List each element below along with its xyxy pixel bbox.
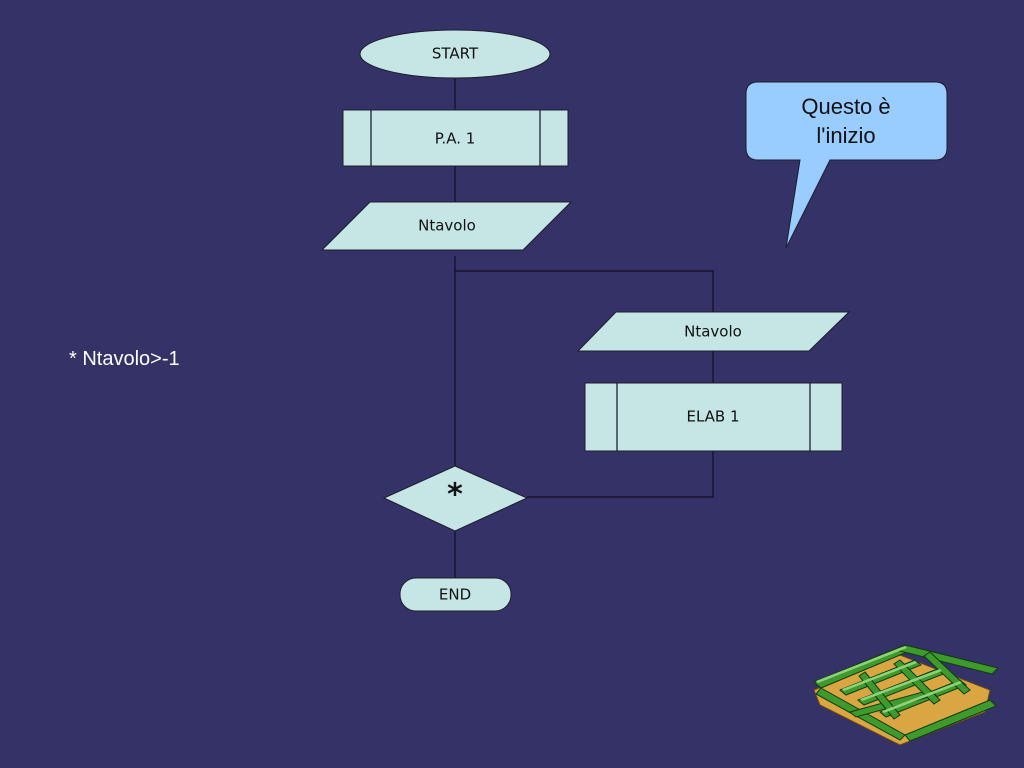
speech-callout: Questo è l'inizio [745,81,948,249]
callout-line-1: Questo è [801,94,890,119]
decision-diamond: * [382,465,529,532]
end-terminal: END [399,577,512,612]
input-ntavolo-2-label: Ntavolo [684,323,742,341]
maze-icon [813,644,999,746]
process-elab1-label: ELAB 1 [686,408,739,426]
connectors [454,78,714,578]
input-ntavolo-1: Ntavolo [320,201,573,251]
process-pa1-label: P.A. 1 [435,130,476,148]
start-terminal: START [359,29,551,79]
connector-loop-return [527,451,714,498]
process-elab1: ELAB 1 [584,382,843,452]
callout-line-2: l'inizio [816,123,875,148]
start-label: START [432,45,479,63]
condition-note: * Ntavolo>-1 [69,348,180,370]
input-ntavolo-2: Ntavolo [576,311,851,352]
input-ntavolo-1-label: Ntavolo [418,217,476,235]
end-label: END [439,586,471,604]
process-pa1: P.A. 1 [342,109,569,167]
connector-loop-branch [455,270,714,312]
decision-label: * [447,478,463,513]
